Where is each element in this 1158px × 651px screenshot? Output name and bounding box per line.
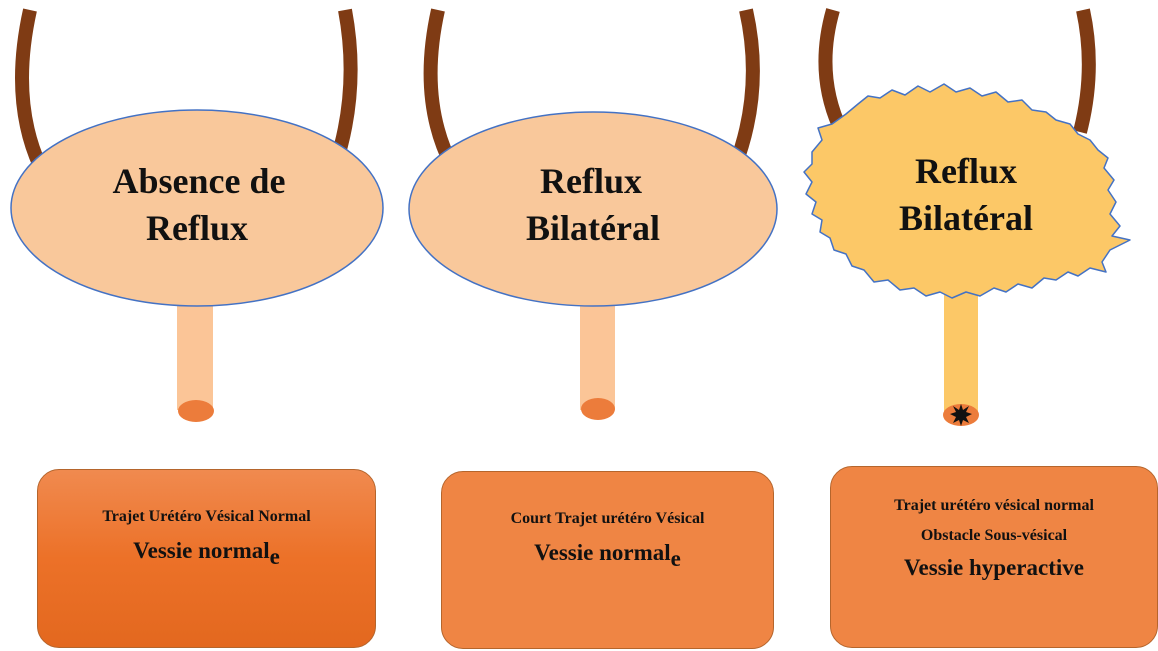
bladder-1: [10, 109, 384, 307]
ureter-right-3: [1073, 8, 1096, 134]
bladder-1-label-line1: Absence de: [113, 161, 286, 201]
description-box-2: Court Trajet urétéro Vésical Vessie norm…: [441, 471, 774, 649]
bladder-3-label-line2: Bilatéral: [899, 198, 1033, 238]
meatus-1: [178, 400, 214, 422]
urethra-2: [580, 304, 615, 410]
box-1-main-text: Vessie normal: [133, 538, 270, 563]
box-2-main-line: Vessie normale: [534, 540, 681, 571]
meatus-2: [581, 398, 615, 420]
bladder-2-label-line2: Bilatéral: [526, 208, 660, 248]
bladder-2-label-line1: Reflux: [540, 161, 642, 201]
box-1-main-line: Vessie normale: [133, 538, 280, 569]
box-3-main-line: Vessie hyperactive: [904, 555, 1084, 580]
bladder-3-irregular: [803, 83, 1131, 299]
box-2-main-text: Vessie normal: [534, 540, 671, 565]
bladder-3-label-line1: Reflux: [915, 151, 1017, 191]
urethra-3: [944, 292, 978, 416]
ureter-left-1: [15, 8, 47, 169]
box-3-line1: Trajet urétéro vésical normal: [894, 497, 1094, 514]
box-1-line1: Trajet Urétéro Vésical Normal: [102, 508, 311, 525]
box-2-main-suffix: e: [670, 546, 681, 571]
box-3-line2: Obstacle Sous-vésical: [920, 527, 1068, 544]
bladder-1-label-line2: Reflux: [146, 208, 248, 248]
ureter-right-2: [728, 8, 760, 169]
obstacle-star-icon: [950, 404, 972, 426]
urethra-1: [177, 304, 213, 410]
description-box-1: Trajet Urétéro Vésical Normal Vessie nor…: [37, 469, 376, 648]
box-2-line1: Court Trajet urétéro Vésical: [510, 510, 705, 527]
description-box-3: Trajet urétéro vésical normal Obstacle S…: [830, 466, 1158, 648]
ureter-right-1: [328, 8, 358, 169]
bladder-2: [408, 111, 778, 307]
ureter-left-2: [423, 8, 459, 170]
box-1-main-suffix: e: [269, 544, 280, 569]
